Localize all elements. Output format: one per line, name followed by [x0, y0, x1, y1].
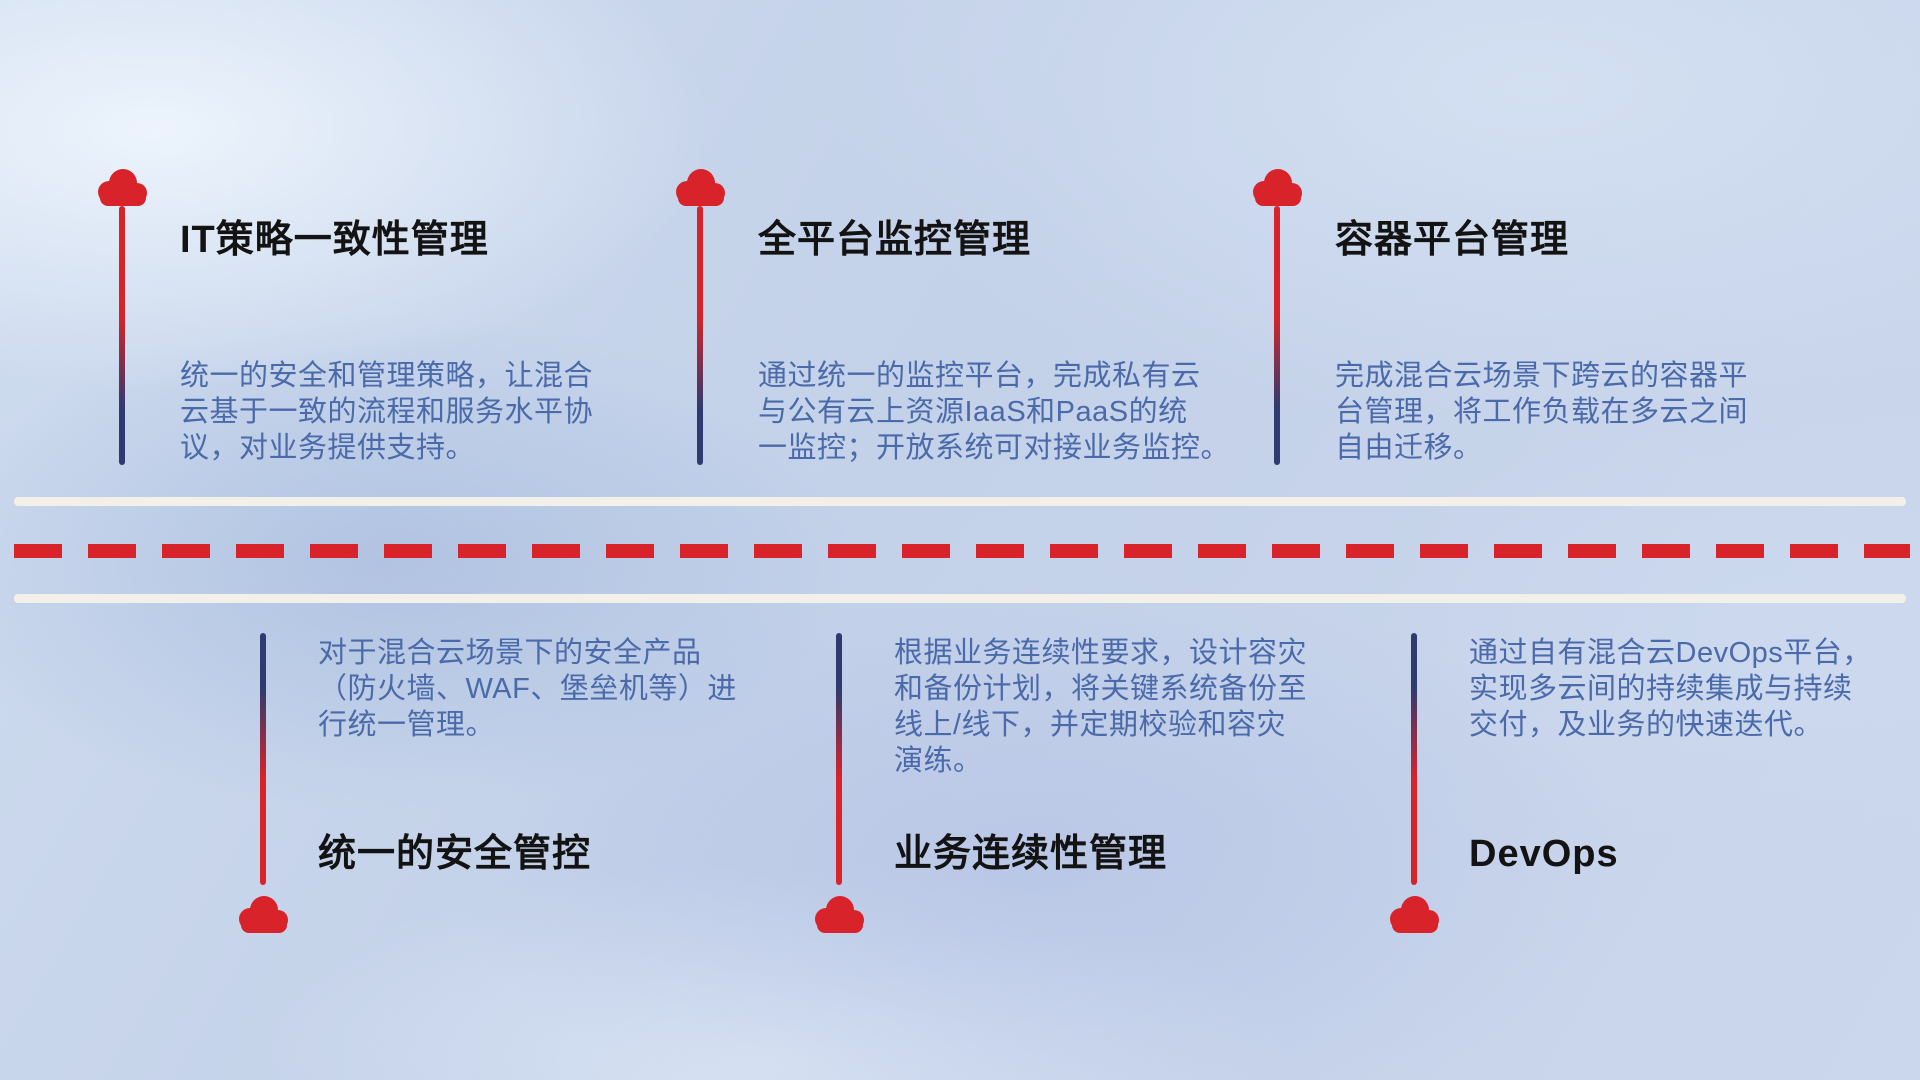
cloud-icon [1386, 895, 1443, 933]
feature-title: DevOps [1469, 833, 1619, 875]
road-center-dashed-line [14, 544, 1910, 558]
timeline-connector [1411, 633, 1417, 885]
feature-title: 业务连续性管理 [894, 833, 1168, 875]
cloud-icon [94, 168, 151, 206]
timeline-connector [119, 206, 125, 465]
feature-description: 完成混合云场景下跨云的容器平 台管理，将工作负载在多云之间 自由迁移。 [1335, 360, 1749, 464]
feature-description: 通过自有混合云DevOps平台， 实现多云间的持续集成与持续 交付，及业务的快速… [1469, 637, 1872, 741]
road-top-line [14, 497, 1906, 506]
feature-description: 根据业务连续性要求，设计容灾 和备份计划，将关键系统备份至 线上/线下，并定期校… [894, 637, 1308, 777]
feature-title: 全平台监控管理 [758, 219, 1032, 261]
timeline-connector [1274, 206, 1280, 465]
cloud-icon [1249, 168, 1306, 206]
feature-description: 对于混合云场景下的安全产品 （防火墙、WAF、堡垒机等）进 行统一管理。 [318, 637, 737, 741]
cloud-icon [672, 168, 729, 206]
timeline-connector [697, 206, 703, 465]
feature-title: IT策略一致性管理 [180, 219, 489, 261]
cloud-icon [235, 895, 292, 933]
feature-description: 通过统一的监控平台，完成私有云 与公有云上资源IaaS和PaaS的统 一监控；开… [758, 360, 1231, 464]
cloud-icon [811, 895, 868, 933]
feature-title: 统一的安全管控 [318, 833, 592, 875]
feature-description: 统一的安全和管理策略，让混合 云基于一致的流程和服务水平协 议，对业务提供支持。 [180, 360, 594, 464]
timeline-connector [260, 633, 266, 885]
road-bottom-line [14, 594, 1906, 603]
timeline-connector [836, 633, 842, 885]
feature-title: 容器平台管理 [1335, 219, 1570, 261]
